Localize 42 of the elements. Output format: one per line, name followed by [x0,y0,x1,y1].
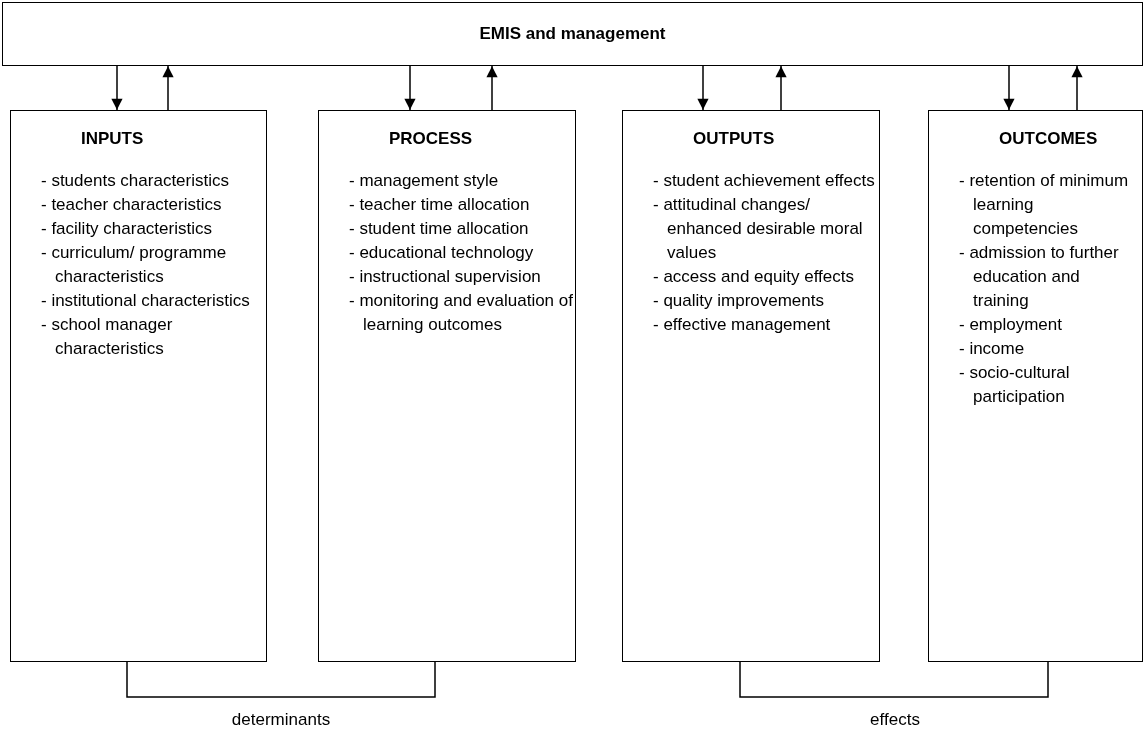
list-item: - institutional characteristics [41,290,251,312]
arrow [111,65,123,111]
column-box [622,110,880,662]
list-item: - retention of minimum learning competencies [959,170,1130,240]
list-item: - access and equity effects [653,266,855,288]
heading: EMIS and management [479,24,666,44]
arrow [775,65,787,111]
arrow [697,65,709,111]
column-box [928,110,1143,662]
list-item: - quality improvements [653,290,825,312]
bracket-label: determinants [231,710,331,730]
list-item: - effective management [653,314,832,336]
column-box [318,110,576,662]
list-item: - students characteristics [41,170,230,192]
heading: INPUTS [81,129,144,149]
list-item: - income [959,338,1026,360]
list-item: - employment [959,314,1063,336]
arrow [486,65,498,111]
list-item: - monitoring and evaluation of learning outcomes [349,290,573,336]
header-box [2,2,1143,66]
heading: OUTCOMES [999,129,1098,149]
list-item: - student time allocation [349,218,530,240]
arrow [1003,65,1015,111]
list-item: - socio-cultural participation [959,362,1071,408]
arrow [404,65,416,111]
list-item: - attitudinal changes/ enhanced desirable moral values [653,194,864,264]
list-item: - management style [349,170,500,192]
list-item: - instructional supervision [349,266,542,288]
column-box [10,110,267,662]
list-item: - curriculum/ programme characteristics [41,242,228,288]
arrow [1071,65,1083,111]
list-item: - educational technology [349,242,535,264]
list-item: - student achievement effects [653,170,876,192]
list-item: - teacher characteristics [41,194,223,216]
list-item: - facility characteristics [41,218,213,240]
list-item: - admission to further education and training [959,242,1120,312]
bracket-label: effects [870,710,920,730]
heading: PROCESS [389,129,473,149]
arrow [162,65,174,111]
heading: OUTPUTS [693,129,775,149]
list-item: - teacher time allocation [349,194,531,216]
list-item: - school manager characteristics [41,314,174,360]
